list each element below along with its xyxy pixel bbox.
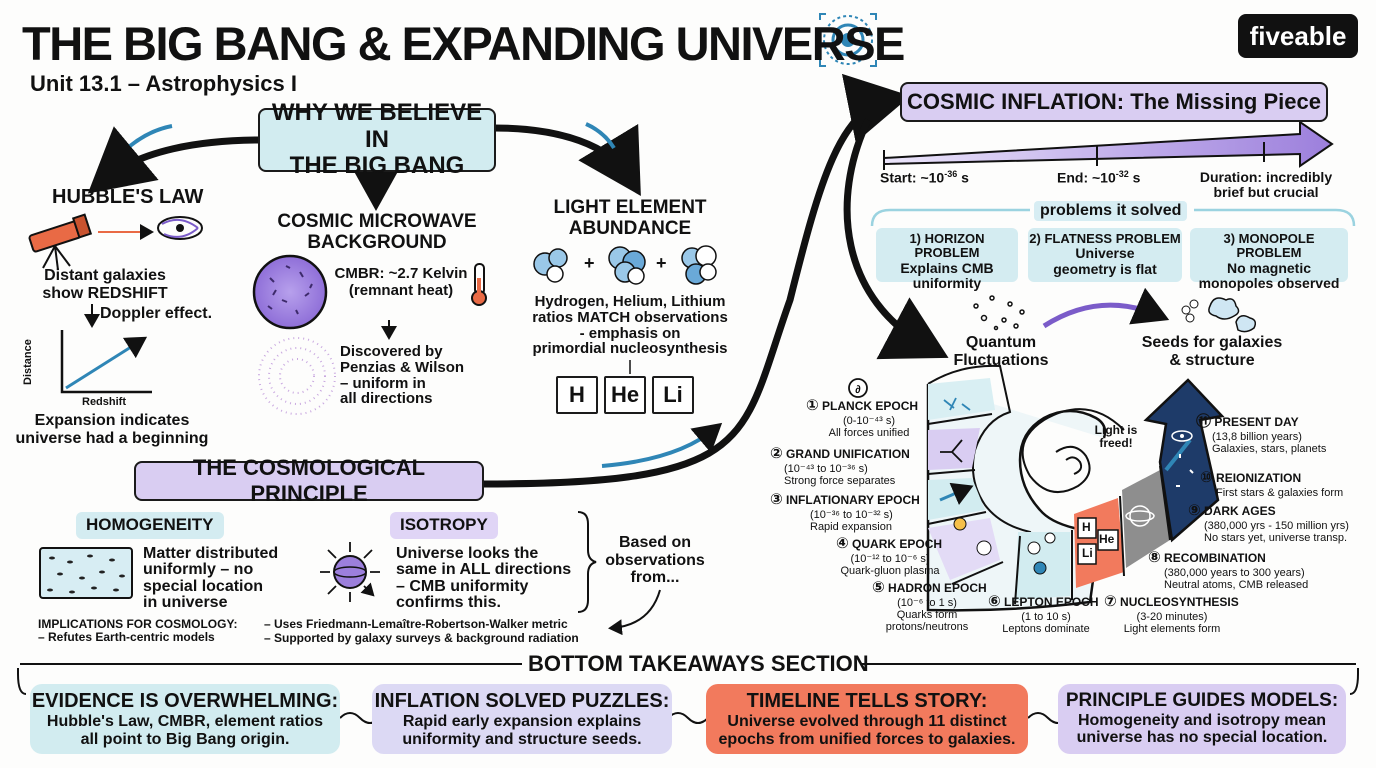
galaxy-icon [157, 216, 203, 240]
element-tile-h: H [556, 376, 598, 414]
element-tile-li: Li [652, 376, 694, 414]
epoch-2-grand-unification: ② GRAND UNIFICATION (10⁻⁴³ to 10⁻³⁶ s)St… [770, 445, 910, 487]
why-box: WHY WE BELIEVE IN THE BIG BANG [258, 100, 496, 179]
hubble-title: HUBBLE'S LAW [52, 186, 204, 208]
fiveable-logo: fiveable [1238, 14, 1358, 58]
principle-brace [577, 511, 597, 613]
epoch-tile-elements [1077, 517, 1119, 565]
svg-text:∂: ∂ [855, 384, 861, 396]
takeaways-title: BOTTOM TAKEAWAYS SECTION [528, 651, 869, 676]
element-tile-he: He [604, 376, 646, 414]
cmb-temperature: CMBR: ~2.7 Kelvin(remnant heat) [334, 265, 468, 299]
epoch-1-planck: ① PLANCK EPOCH (0-10⁻⁴³ s)All forces uni… [806, 397, 919, 439]
planck-marker [848, 378, 868, 398]
helium-atom-icon [608, 246, 646, 285]
inflation-timeline-arrow [883, 120, 1334, 170]
galaxy-cluster-icon [1181, 297, 1257, 333]
epoch-4-quark: ④ QUARK EPOCH (10⁻¹² to 10⁻⁶ s)Quark-glu… [836, 535, 943, 577]
principle-to-inflation-arrow [483, 73, 911, 488]
isotropy-sphere-icon [320, 542, 380, 602]
telescope-icon [28, 213, 93, 271]
hubble-graph [60, 330, 152, 394]
why-title-line1: WHY WE BELIEVE IN [271, 99, 483, 153]
isotropy-label: ISOTROPY [390, 512, 498, 539]
plus-sign-2: + [656, 253, 667, 273]
tile-he: He [1099, 532, 1115, 546]
tile-h: H [1082, 520, 1091, 534]
principle-supported: – Supported by galaxy surveys & backgrou… [264, 631, 579, 645]
epoch-7-nucleosynthesis: ⑦ NUCLEOSYNTHESIS (3-20 minutes)Light el… [1104, 593, 1239, 635]
inflation-to-epochs-arrow [843, 118, 949, 360]
epoch-3-inflationary: ③ INFLATIONARY EPOCH (10⁻³⁶ to 10⁻³² s)R… [770, 491, 920, 533]
why-arrows [87, 122, 641, 211]
inflation-start: Start: ~10-36 s [880, 169, 969, 186]
thermometer-icon [471, 263, 487, 306]
hydrogen-atom-icon [533, 248, 568, 283]
page-subtitle: Unit 13.1 – Astrophysics I [30, 71, 297, 96]
graph-xlabel: Redshift [82, 396, 126, 408]
takeaway-timeline: TIMELINE TELLS STORY: Universe evolved t… [706, 684, 1028, 754]
takeaway-principle: PRINCIPLE GUIDES MODELS: Homogeneity and… [1058, 684, 1346, 754]
tile-li: Li [1082, 546, 1093, 560]
lithium-atom-icon [681, 245, 717, 285]
quantum-fluctuation-dots [973, 295, 1025, 331]
page-title: THE BIG BANG & EXPANDING UNIVERSE [22, 17, 905, 70]
inflation-title-box: COSMIC INFLATION: The Missing Piece [900, 82, 1328, 122]
homogeneity-texture [39, 547, 133, 599]
plus-sign-1: + [584, 253, 595, 273]
principle-uses: – Uses Friedmann-Lemaître-Robertson-Walk… [264, 617, 568, 631]
doppler-text: Doppler effect. [100, 305, 213, 322]
graph-ylabel: Distance [22, 339, 34, 385]
seeds-label: Seeds for galaxies& structure [1141, 334, 1283, 369]
target-icon [819, 13, 877, 67]
why-title-line2: THE BIG BANG [289, 152, 465, 180]
takeaway-inflation: INFLATION SOLVED PUZZLES: Rapid early ex… [372, 684, 672, 754]
dotted-sphere-icon [258, 337, 336, 415]
epoch-8-recombination: ⑧ RECOMBINATION (380,000 years to 300 ye… [1148, 549, 1309, 591]
epoch-11-present-day: ⑪ PRESENT DAY (13,8 billion years)Galaxi… [1196, 413, 1327, 455]
implications-text: IMPLICATIONS FOR COSMOLOGY:– Refutes Ear… [38, 617, 238, 645]
epoch-9-dark-ages: ⑨ DARK AGES (380,000 yrs - 150 million y… [1188, 502, 1349, 544]
homogeneity-label: HOMOGENEITY [76, 512, 224, 539]
problems-label: problems it solved [1034, 201, 1188, 221]
takeaway-evidence: EVIDENCE IS OVERWHELMING: Hubble's Law, … [30, 684, 340, 754]
epoch-10-reionization: ⑩ REIONIZATION First stars & galaxies fo… [1200, 469, 1344, 499]
cmb-sphere-icon [252, 254, 328, 330]
principle-box: THE COSMOLOGICAL PRINCIPLE [134, 455, 484, 506]
problems-bracket [870, 208, 1356, 227]
inflation-end: End: ~10-32 s [1057, 169, 1141, 186]
epoch-6-lepton: ⑥ LEPTON EPOCH (1 to 10 s)Leptons domina… [988, 593, 1099, 635]
brand-text: fiveable [1249, 20, 1347, 51]
